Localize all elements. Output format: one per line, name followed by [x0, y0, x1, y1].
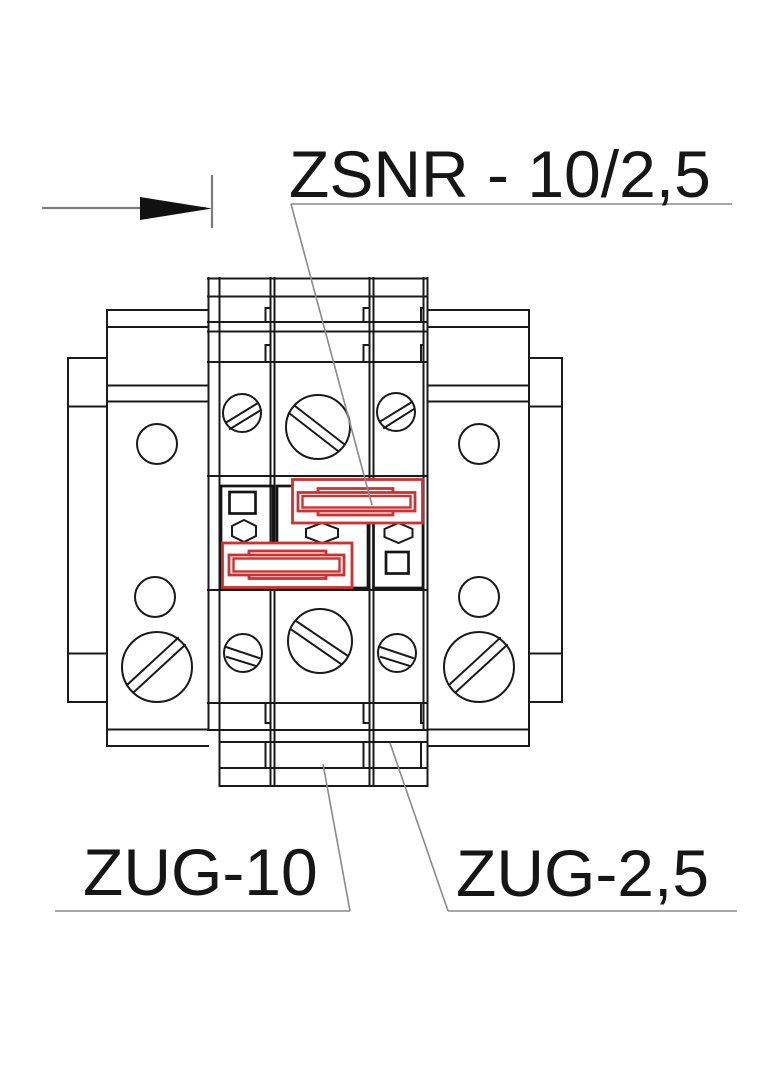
hex-nut-left: [231, 518, 257, 544]
connector-top-bar-inner: [301, 494, 412, 509]
label-terminal-small: ZUG-2,5: [456, 836, 709, 910]
hole-left-upper: [136, 423, 178, 465]
screw-top-center-large: [285, 394, 351, 460]
top-cap-notches: [264, 307, 425, 363]
cross-connector-top-highlight: [291, 478, 424, 525]
zug25-leader: [389, 742, 449, 912]
section-arrow: [42, 175, 214, 228]
inner-left-block: [106, 309, 209, 747]
bottom-feet-notches: [264, 702, 425, 769]
cross-connector-bottom-highlight: [221, 541, 354, 589]
hole-left-lower: [134, 576, 176, 618]
outer-left-block: [67, 357, 108, 703]
hole-right-upper: [458, 423, 500, 465]
clamp-window-left: [228, 490, 257, 515]
inner-right-block: [426, 309, 530, 747]
screws: [121, 392, 515, 703]
clamp-window-right: [384, 550, 410, 575]
screw-bottom-left: [223, 633, 263, 673]
screw-side-left-large: [121, 631, 193, 703]
label-cross-connector: ZSNR - 10/2,5: [289, 137, 711, 211]
screw-top-left: [222, 393, 263, 433]
outer-right-block: [528, 357, 563, 703]
hole-right-lower: [458, 576, 500, 618]
screw-top-right: [376, 392, 416, 432]
side-blocks: [67, 309, 563, 747]
leader-lines: [55, 203, 737, 912]
hex-nut-center: [305, 521, 339, 545]
hex-nut-right: [383, 521, 414, 545]
zug10-leader: [322, 763, 351, 912]
connector-bottom-bar-inner: [232, 557, 341, 573]
screw-bottom-right: [377, 633, 417, 673]
label-terminal-large: ZUG-10: [83, 835, 318, 909]
connector-bottom-bar: [227, 553, 346, 577]
screw-bottom-center-large: [287, 608, 353, 674]
mounting-holes: [134, 423, 500, 618]
arrow-head: [140, 197, 212, 220]
screw-side-right-large: [443, 631, 515, 703]
zsnr-leader: [290, 203, 373, 506]
